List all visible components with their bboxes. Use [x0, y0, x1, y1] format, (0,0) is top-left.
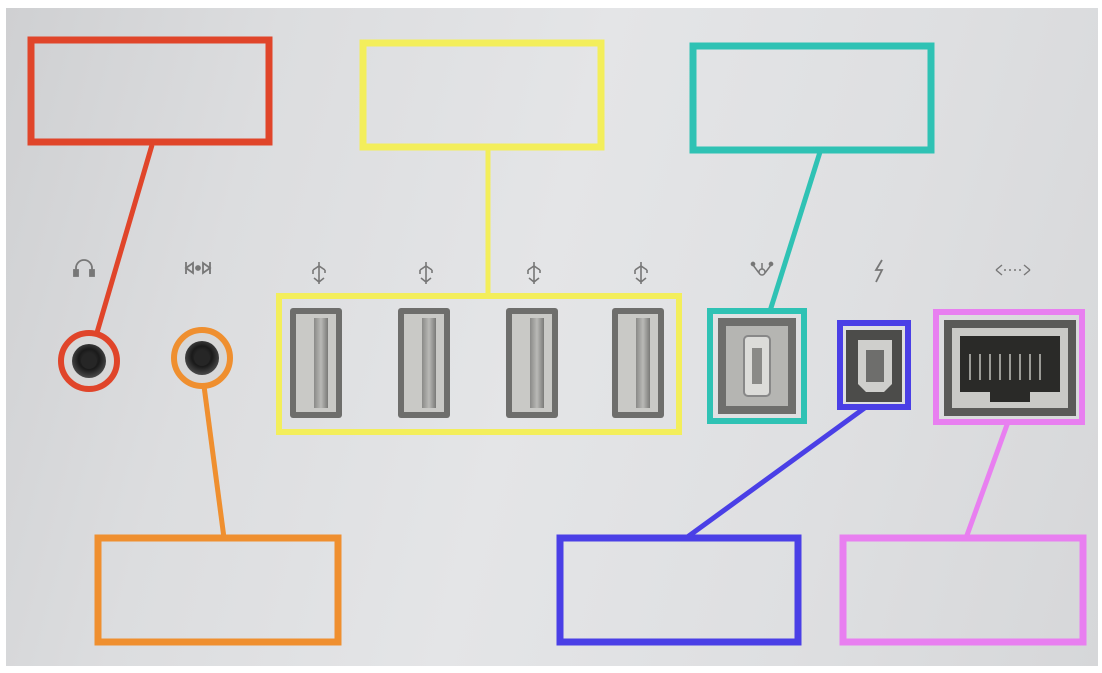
- firewire-icon: [750, 261, 774, 276]
- thunderbolt-leader-line: [684, 404, 868, 541]
- usb-icon: [419, 262, 433, 284]
- ethernet-port[interactable]: [944, 320, 1076, 416]
- usb-icon: [634, 262, 648, 284]
- audio-line-in-icon: [184, 261, 212, 275]
- thunderbolt-port-highlight: [837, 320, 911, 410]
- headphones-icon: [73, 259, 95, 277]
- usb-port[interactable]: [506, 308, 558, 418]
- audio-line-in-label-box[interactable]: [94, 534, 342, 646]
- usb-port[interactable]: [612, 308, 664, 418]
- headphone-leader-line: [93, 144, 155, 337]
- ethernet-label-box[interactable]: [839, 534, 1087, 646]
- firewire-label-box[interactable]: [689, 42, 935, 154]
- firewire-port[interactable]: [718, 318, 796, 414]
- usb-icon: [312, 262, 326, 284]
- thunderbolt-label-box[interactable]: [556, 534, 802, 646]
- usb-icon: [527, 262, 541, 284]
- usb-port[interactable]: [290, 308, 342, 418]
- thunderbolt-icon: [874, 259, 884, 283]
- firewire-leader-line: [767, 151, 823, 312]
- audio-line-in-highlight: [171, 327, 233, 389]
- audio-line-in-leader-line: [201, 385, 227, 539]
- usb-label-box[interactable]: [359, 39, 605, 151]
- headphone-label-box[interactable]: [27, 36, 273, 146]
- thunderbolt-port[interactable]: [846, 330, 902, 402]
- firewire-port-highlight: [707, 308, 807, 424]
- headphone-jack-highlight: [58, 330, 120, 392]
- ethernet-port-highlight: [933, 309, 1085, 425]
- usb-ports-highlight: [276, 293, 682, 435]
- usb-port[interactable]: [398, 308, 450, 418]
- ethernet-leader-line: [963, 421, 1011, 539]
- ethernet-icon: [995, 264, 1031, 276]
